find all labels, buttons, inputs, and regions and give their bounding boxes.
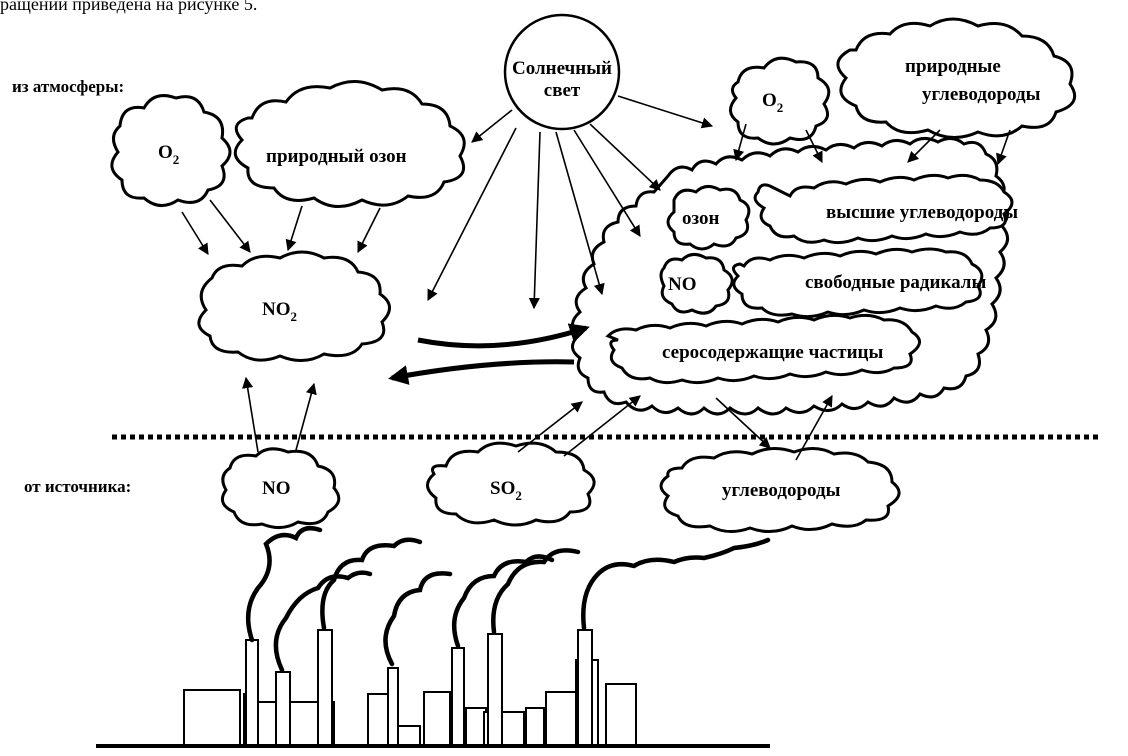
o2-right-label: O2 [762,90,783,115]
arrow-o2r-to-smog-b [805,129,823,164]
section-label-atmosphere: из атмосферы: [12,77,124,96]
arrow-sun-to-smog-c [589,123,661,191]
o2-left-cloud [110,94,232,207]
natural-hydrocarbons-label-line1: природные [905,56,1001,77]
o2-right-main: O [762,90,777,111]
chimney-4 [387,667,399,747]
ozone-cloud [666,185,751,251]
o2-left-label: O2 [158,142,179,167]
section-label-source: от источника: [24,477,131,496]
arrow-o2-to-no2-b [209,199,251,253]
ozone-label: озон [682,208,720,229]
smoke-6 [491,548,581,635]
no2-label: NO2 [262,299,297,324]
building-5 [395,725,421,747]
sulfur-particles-label: серосодержащие частицы [662,342,883,363]
sun-node: Солнечный свет [503,13,621,131]
so2-cloud [426,441,596,527]
chimney-3 [317,629,333,747]
hydrocarbons-cloud [659,447,901,533]
building-12 [605,683,637,747]
natural-ozone-cloud [233,80,466,208]
no-source-label: NO [262,478,291,499]
smoke-1 [245,526,323,643]
arrow-no-to-no2-b [295,382,317,451]
natural-ozone-label: природный озон [266,146,407,167]
factory [96,629,770,748]
free-radicals-cloud [732,247,984,319]
higher-hydrocarbons-label: высшие углеводороды [826,202,1018,223]
arrow-so2-to-smog-a [517,401,583,453]
arrow-nathc-to-smog-b [996,129,1011,166]
o2-right-cloud [729,56,831,146]
arrow-ozone-to-no2 [285,205,303,252]
free-radicals-label: свободные радикалы [805,272,986,293]
arrow-sun-to-smog-a [555,131,605,296]
o2-right-sub: 2 [777,100,784,115]
arrow-sun-to-o2 [617,95,714,129]
arrow-o2r-to-smog-a [733,123,747,162]
big-arrow-smog-to-no2 [388,359,575,385]
sulfur-particles-cloud [605,313,921,385]
so2-main: SO [490,478,515,499]
sun-label-line1: Солнечный [512,58,612,79]
arrow-sun-down [528,131,541,310]
arrow-no-to-no2-a [242,376,259,453]
building-1 [183,689,241,747]
smoke-plumes [245,526,771,673]
arrow-sun-to-ozone [471,109,513,143]
chimney-6 [487,633,503,747]
natural-hydrocarbons-label-line2: углеводороды [922,84,1041,105]
o2-left-main: O [158,142,173,163]
arrow-hc-to-smog [795,395,833,461]
natural-hydrocarbons-cloud [836,17,1077,139]
arrow-nathc-to-smog-a [907,129,941,163]
higher-hydrocarbons-cloud [753,173,1014,245]
no-inner-label: NO [668,274,697,295]
arrow-o2-to-no2 [181,211,209,255]
no2-sub: 2 [291,309,298,324]
big-arrow-no2-to-smog [417,323,590,349]
no-source-cloud [220,447,341,529]
chimney-2 [275,671,291,747]
thin-arrows [181,95,1011,461]
so2-label: SO2 [490,478,522,503]
smoke-3 [320,537,423,631]
chimney-7 [577,629,593,747]
smoke-2 [273,570,373,673]
o2-left-sub: 2 [173,152,180,167]
arrow-ozone-to-no2-b [357,207,381,254]
arrow-so2-to-smog-b [563,395,641,457]
arrow-sun-to-smog-b [573,129,641,237]
building-9 [525,707,545,747]
smoke-5 [451,554,555,649]
chimney-1 [245,639,259,747]
smoke-4 [383,571,453,667]
no2-cloud [197,250,391,362]
hydrocarbons-label: углеводороды [722,480,841,501]
building-10 [545,691,577,747]
sun-label-line2: свет [544,80,581,101]
building-6 [423,691,451,747]
arrow-smog-to-hc [715,397,771,449]
chimney-5 [451,647,465,747]
so2-sub: 2 [515,488,522,503]
smoke-7 [581,537,771,631]
arrow-sun-to-no2 [427,127,517,301]
no-inner-cloud [659,253,734,315]
no2-main: NO [262,299,291,320]
caption-fragment: ращении приведена на рисунке 5. [0,0,257,14]
